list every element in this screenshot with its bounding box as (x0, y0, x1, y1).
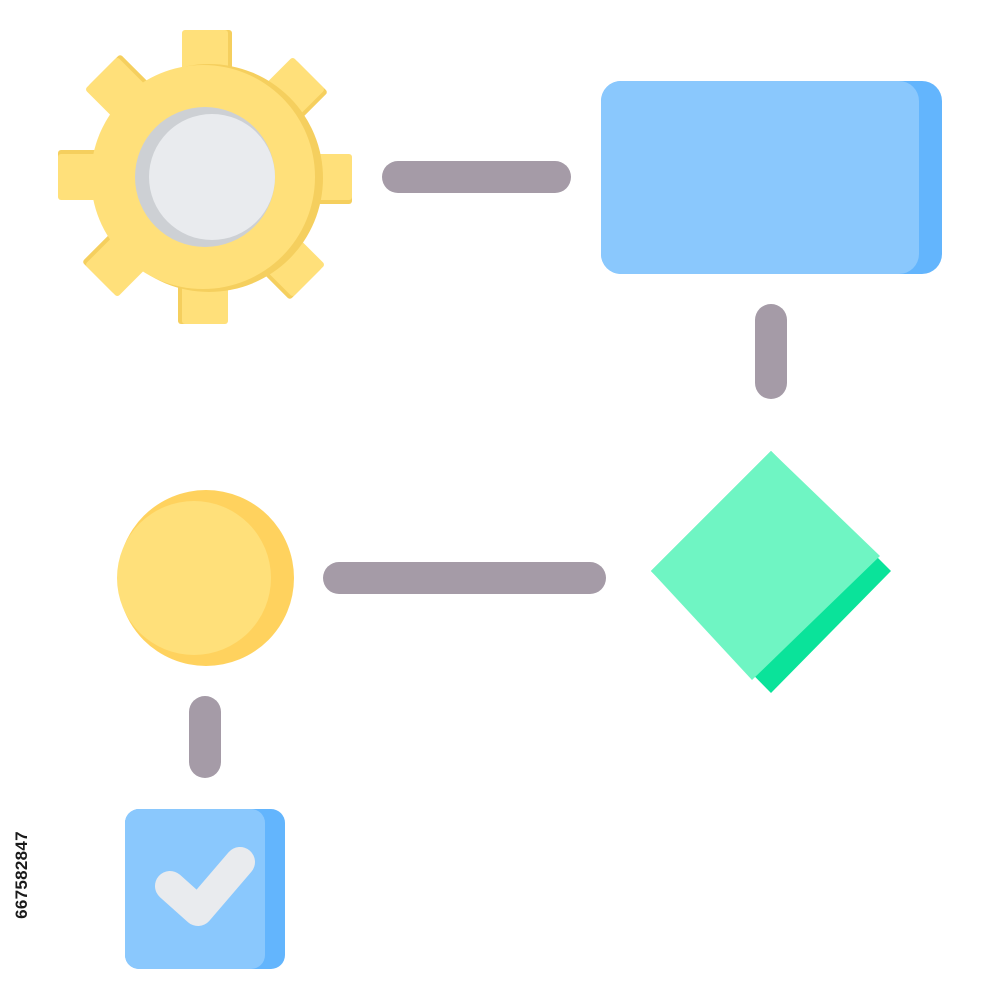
gear-hub (149, 114, 275, 240)
stock-id-watermark: 667582847 (4, 760, 40, 990)
stock-id-text: 667582847 (12, 831, 32, 919)
process-rectangle-fill (601, 81, 919, 274)
connectors (189, 161, 787, 778)
checkbox-check-icon (125, 809, 285, 969)
check-mark-icon (155, 847, 255, 926)
gear-icon (58, 30, 352, 324)
process-rectangle (601, 81, 942, 274)
terminal-circle (117, 490, 294, 666)
gear-body (58, 30, 352, 324)
terminal-circle-fill (117, 501, 271, 655)
decision-diamond-fill (651, 451, 880, 680)
decision-diamond (651, 451, 891, 693)
